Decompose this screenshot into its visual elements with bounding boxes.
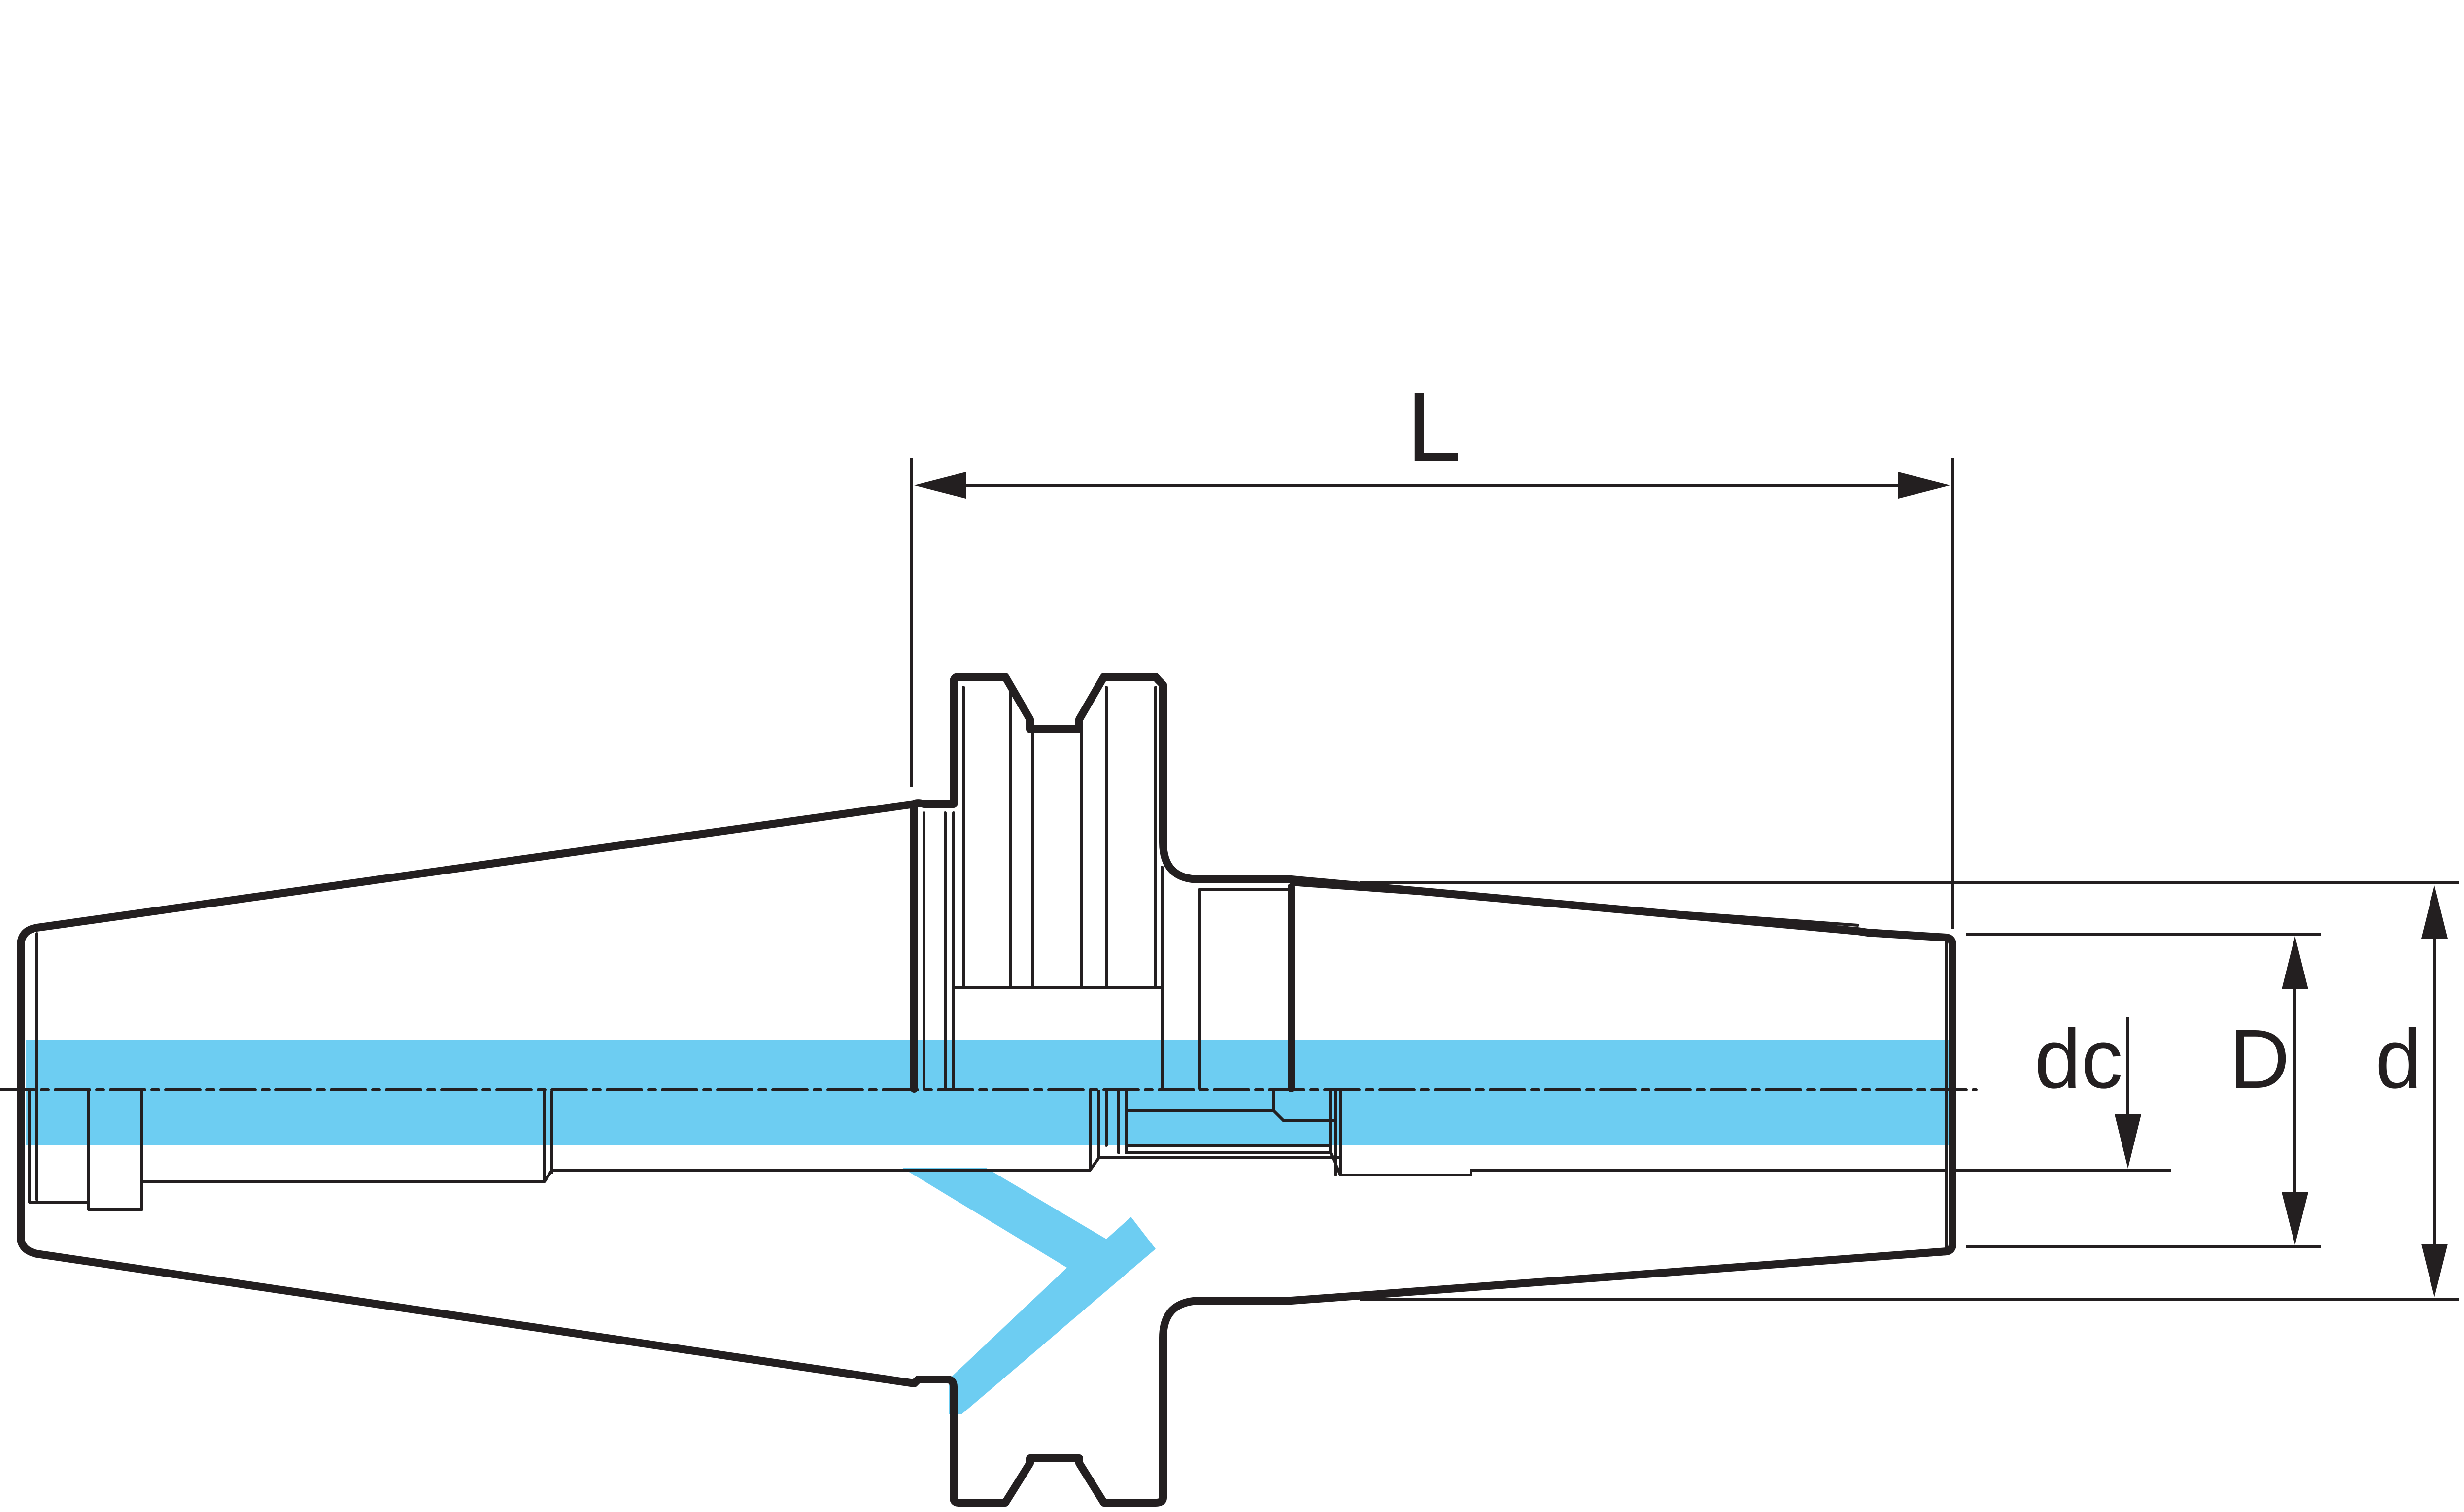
coolant-bore (26, 1040, 1949, 1145)
internal-lines (28, 686, 1948, 1302)
clamping-diameter-arrow (2115, 1114, 2141, 1169)
taper-contour (17, 673, 1956, 1507)
body-diameter-label: D (2229, 1012, 2290, 1106)
coolant-branch (902, 1168, 1156, 1414)
length-arrow-right (1898, 472, 1950, 499)
body-diameter-arrow-bottom (2282, 1192, 2308, 1245)
length-arrow-left (914, 472, 966, 499)
dimensions (910, 458, 2459, 1301)
arrowheads (914, 472, 2448, 1297)
length-label: L (1406, 372, 1461, 482)
shank-diameter-arrow-top (2421, 885, 2448, 939)
shank-diameter-label: d (2375, 1012, 2422, 1106)
shank-diameter-arrow-bottom (2421, 1244, 2448, 1297)
body-diameter-arrow-top (2282, 936, 2308, 989)
holder-outline (0, 673, 1978, 1507)
clamping-diameter-label: dc (2034, 1012, 2123, 1106)
coolant-channel (26, 1040, 1949, 1414)
